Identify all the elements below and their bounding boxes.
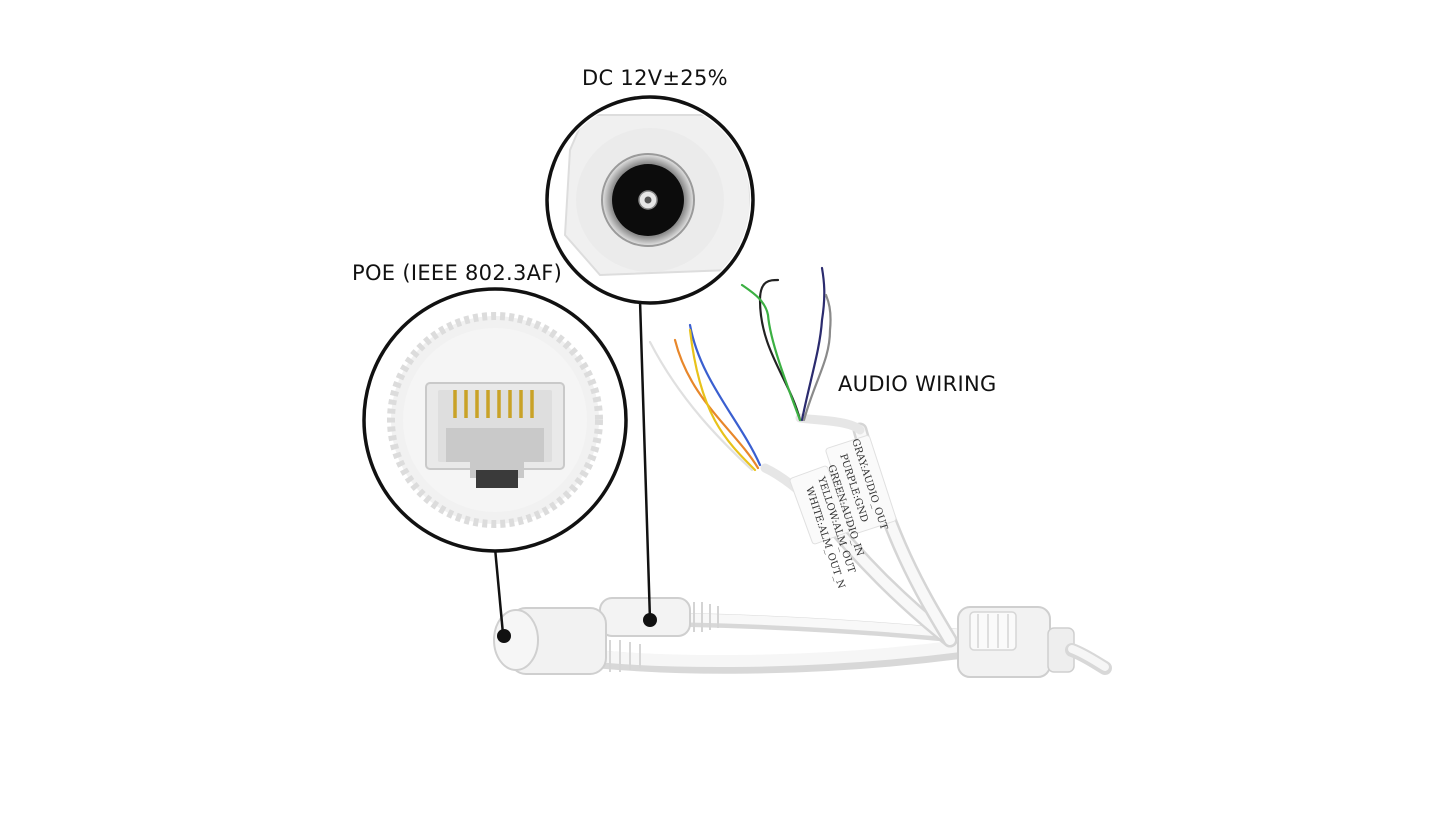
poe-label: POE (IEEE 802.3AF) xyxy=(352,261,563,285)
leader-lines xyxy=(493,299,652,635)
dc-power-label: DC 12V±25% xyxy=(582,66,728,90)
poe-callout-dot xyxy=(497,629,511,643)
poe-callout xyxy=(362,287,628,553)
dc-callout xyxy=(545,95,755,305)
wire-tag-sleeve xyxy=(789,435,897,545)
rj45-port-icon xyxy=(425,382,565,488)
poe-coupler xyxy=(493,607,641,675)
audio-wiring-label: AUDIO WIRING xyxy=(838,372,997,396)
barrel-jack-icon xyxy=(601,153,695,247)
dc-callout-dot xyxy=(643,613,657,627)
loose-wires xyxy=(648,266,832,472)
